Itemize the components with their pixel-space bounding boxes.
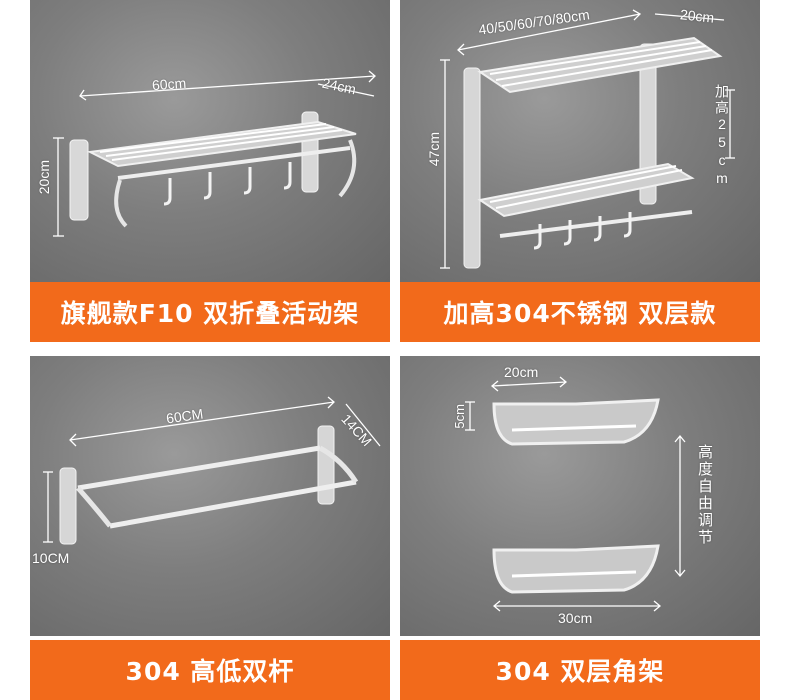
double-layer-rack-illustration bbox=[463, 36, 723, 269]
panel-caption: 304 双层角架 bbox=[400, 640, 760, 700]
corner-shelf-illustration bbox=[492, 398, 660, 594]
dimension-height: 47cm bbox=[426, 132, 442, 167]
dimension-height: 20cm bbox=[36, 160, 52, 195]
product-panel-folding-rack: 60cm 24cm 20cm 旗舰款F10 双折叠活动架 bbox=[30, 0, 390, 342]
product-panel-double-layer-rack: 40/50/60/70/80cm 20cm 47cm 加高25cm 加高304不… bbox=[400, 0, 760, 342]
dimension-bottom-width: 30cm bbox=[558, 610, 593, 626]
product-photo-corner-shelf: 20cm 5cm 高度自由调节 30cm bbox=[400, 356, 760, 636]
product-panel-corner-shelf: 20cm 5cm 高度自由调节 30cm 304 双层角架 bbox=[400, 356, 760, 700]
dimension-depth: 20cm bbox=[679, 6, 715, 26]
adjustable-height-note: 高度自由调节 bbox=[696, 444, 713, 546]
dimension-height: 10CM bbox=[32, 550, 70, 566]
dimension-top-width: 20cm bbox=[504, 364, 539, 380]
panel-caption: 加高304不锈钢 双层款 bbox=[400, 282, 760, 342]
double-bar-illustration bbox=[59, 425, 359, 545]
dimension-extra-height: 加高25cm bbox=[714, 84, 730, 188]
folding-rack-illustration bbox=[69, 111, 357, 228]
product-photo-double-layer-rack: 40/50/60/70/80cm 20cm 47cm 加高25cm bbox=[400, 0, 760, 282]
panel-caption: 304 高低双杆 bbox=[30, 640, 390, 700]
product-photo-double-bar: 60CM 14CM 10CM bbox=[30, 356, 390, 636]
dimension-rail-height: 5cm bbox=[452, 404, 467, 429]
panel-caption: 旗舰款F10 双折叠活动架 bbox=[30, 282, 390, 342]
dimension-width: 60cm bbox=[151, 74, 187, 94]
product-photo-folding-rack: 60cm 24cm 20cm bbox=[30, 0, 390, 282]
product-panel-double-bar: 60CM 14CM 10CM 304 高低双杆 bbox=[30, 356, 390, 700]
